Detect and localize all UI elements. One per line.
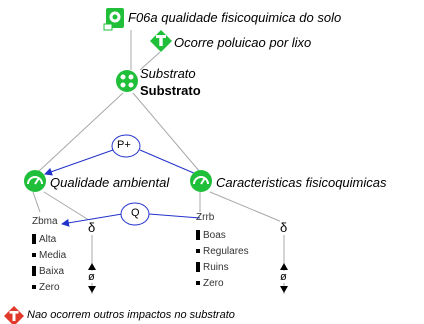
derivative-up-arrow-2 [280, 263, 288, 270]
q-correspondence-arrow-left [61, 213, 123, 227]
value-marker [196, 230, 200, 240]
quantity-space-name-1: Zbma [32, 216, 58, 227]
line-q1-to-qspace [32, 191, 41, 213]
qs1-value-row: Zero [32, 281, 60, 293]
assumption-label: Ocorre poluicao por lixo [174, 35, 312, 50]
q-label: Q [131, 207, 140, 219]
qs2-value-4: Zero [203, 277, 224, 289]
quantity-space-name-2: Zrrb [196, 212, 215, 223]
value-marker [196, 262, 200, 272]
value-marker [196, 249, 200, 253]
line-assumption-to-entity [139, 51, 161, 71]
condition-label: Nao ocorrem outros impactos no substrato [27, 309, 235, 321]
quantity-icon-1 [24, 170, 46, 192]
value-marker [32, 285, 36, 289]
line-q2-to-derivative [209, 191, 283, 223]
p-plus-label: P+ [117, 139, 131, 151]
derivative-symbol-1: δ [88, 220, 96, 235]
value-marker [32, 266, 36, 276]
q-correspondence-line-right [148, 213, 201, 219]
qs1-value-4: Zero [39, 281, 60, 293]
p-plus-node [111, 134, 141, 158]
derivative-down-arrow-2 [280, 286, 288, 293]
qs2-value-row: Regulares [196, 245, 249, 257]
qs2-value-1: Boas [203, 229, 226, 241]
qs1-value-row: Alta [32, 233, 56, 245]
value-marker [32, 253, 36, 257]
quantity-name-1: Qualidade ambiental [50, 175, 170, 190]
qs2-value-row: Zero [196, 277, 224, 289]
derivative-value-2: ø [280, 271, 287, 283]
entity-type-name: Substrato [140, 83, 201, 98]
qs2-value-2: Regulares [203, 245, 249, 257]
derivative-down-arrow-1 [88, 286, 96, 293]
qs2-value-row: Boas [196, 229, 226, 241]
condition-icon [4, 306, 24, 324]
qs1-value-1: Alta [39, 233, 57, 245]
quantity-name-2: Caracteristicas fisicoquimicas [216, 175, 387, 190]
entity-icon [116, 70, 138, 92]
qs1-value-row: Media [32, 249, 66, 261]
line-entity-to-quantity-2 [132, 92, 201, 173]
p-plus-arrow-left [44, 149, 114, 176]
value-marker [32, 234, 36, 244]
line-q1-to-derivative [43, 191, 93, 223]
model-fragment-icon [103, 8, 124, 31]
qs2-value-row: Ruins [196, 261, 229, 273]
qs2-value-3: Ruins [203, 261, 229, 273]
derivative-up-arrow-1 [88, 263, 96, 270]
p-plus-line-right [139, 149, 197, 175]
quantity-icon-2 [190, 170, 212, 192]
value-marker [196, 281, 200, 285]
derivative-value-1: ø [88, 271, 95, 283]
line-entity-to-quantity-1 [37, 92, 124, 173]
assumption-icon [150, 30, 172, 52]
qs1-value-3: Baixa [39, 265, 65, 277]
qs1-value-2: Media [39, 249, 67, 261]
model-fragment-title: F06a qualidade fisicoquimica do solo [128, 10, 342, 25]
qs1-value-row: Baixa [32, 265, 64, 277]
q-node [120, 202, 150, 226]
entity-instance-name: Substrato [140, 66, 196, 81]
derivative-symbol-2: δ [280, 220, 288, 235]
